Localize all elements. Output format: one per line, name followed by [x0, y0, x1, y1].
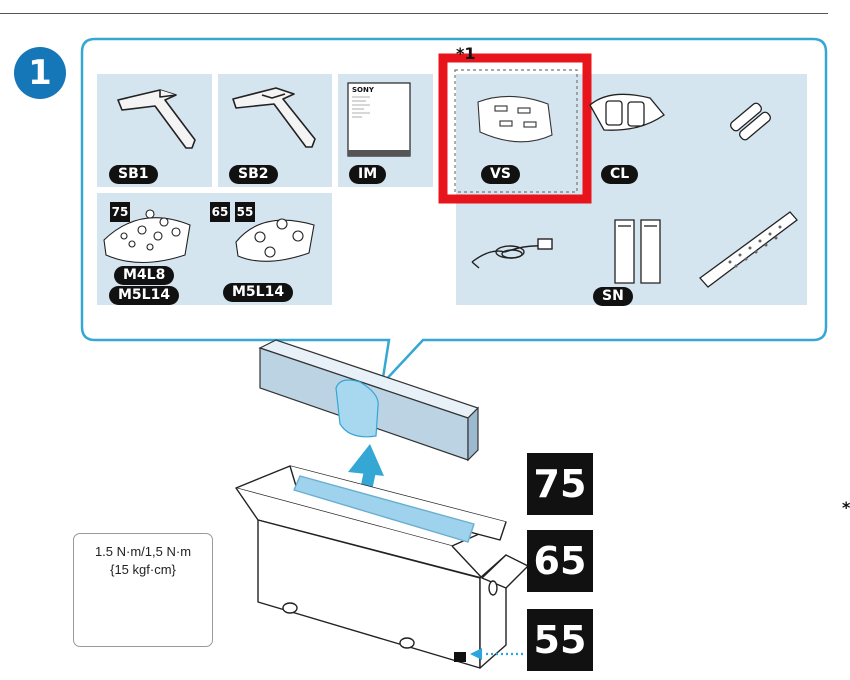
stand-leg-sb1-icon [117, 89, 196, 149]
screw-bag-75-icon [103, 209, 191, 264]
size-tag-55: 55 [235, 202, 255, 222]
label-sn: SN [593, 287, 633, 306]
stand-covers-sn-icon [614, 219, 661, 284]
dotted-pointer-icon [470, 648, 524, 660]
torque-value: 1.5 N·m/1,5 N·m [94, 544, 192, 559]
torque-spec-box: 1.5 N·m/1,5 N·m {15 kgf·cm} [73, 533, 213, 647]
tv-package-insert-icon [258, 339, 480, 462]
size-tag-75: 75 [110, 202, 130, 222]
label-screw-65-55: M5L14 [223, 283, 294, 302]
label-vs: VS [481, 165, 520, 184]
step-number-badge: 1 [14, 47, 66, 99]
remote-control-icon [699, 211, 798, 288]
size-box-55: 55 [527, 609, 593, 671]
manual-brand: SONY [352, 86, 375, 94]
label-screw-75-a: M4L8 [114, 266, 175, 285]
stand-leg-sb2-icon [232, 87, 316, 148]
label-sb2: SB2 [229, 165, 278, 184]
edge-mark: * [842, 498, 850, 517]
label-im: IM [349, 165, 387, 184]
size-box-75: 75 [527, 453, 593, 515]
size-box-65: 65 [527, 530, 593, 592]
power-cord-icon [471, 238, 553, 269]
manual-booklet-icon: SONY [347, 82, 411, 157]
footnote-mark: *1 [456, 44, 476, 63]
top-rule [0, 13, 828, 14]
screw-bag-65-55-icon [235, 218, 315, 262]
vs-highlight-frame [438, 53, 592, 204]
torque-value-kgf: {15 kgf·cm} [110, 562, 176, 577]
tv-box-icon [235, 465, 529, 669]
label-sb1: SB1 [109, 165, 158, 184]
screw-bag-vs-icon [477, 95, 553, 143]
label-screw-75-b: M5L14 [109, 286, 180, 305]
label-cl: CL [601, 165, 639, 184]
batteries-icon [729, 102, 772, 141]
vs-dashed-frame [454, 69, 578, 193]
cable-clips-icon [589, 93, 665, 131]
size-tag-65: 65 [210, 202, 230, 222]
